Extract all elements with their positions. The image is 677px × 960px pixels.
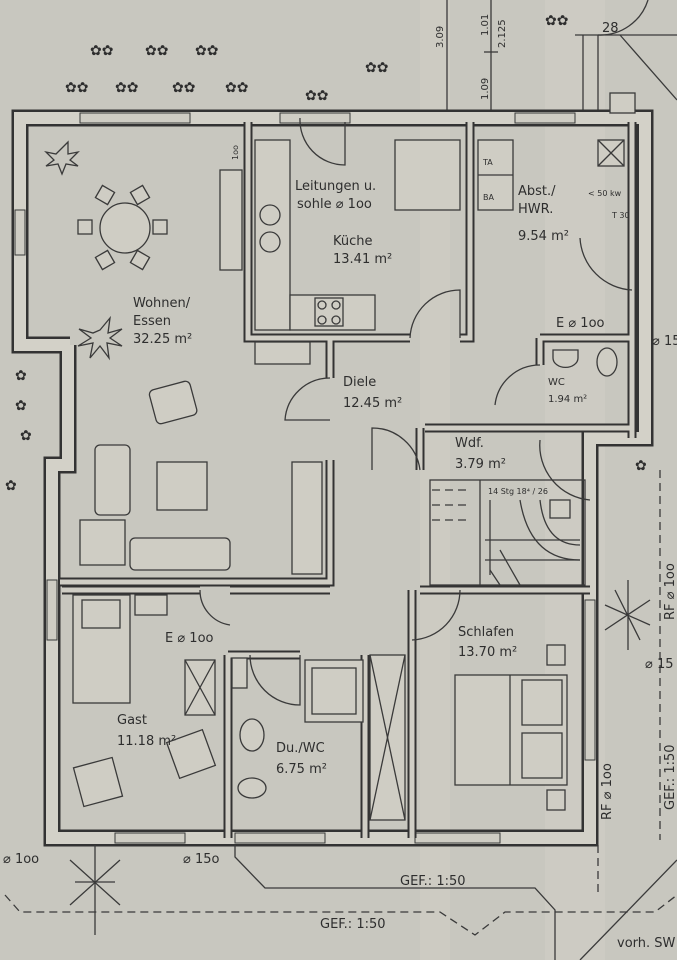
room-area: 6.75 m² xyxy=(276,762,327,777)
room-name: Küche xyxy=(333,234,373,249)
room-name: Essen xyxy=(133,314,171,329)
scale-label: GEF.: 1:50 xyxy=(320,917,386,932)
room-name: Diele xyxy=(343,375,376,390)
room-name: Gast xyxy=(117,713,147,728)
svg-text:✿✿: ✿✿ xyxy=(145,43,168,59)
bathroom-fixtures xyxy=(231,657,364,799)
guest-furniture xyxy=(72,594,217,808)
svg-text:✿✿: ✿✿ xyxy=(90,43,113,59)
svg-text:✿: ✿ xyxy=(5,478,17,494)
pipe-label: ⌀ 15o xyxy=(183,852,220,867)
site-lines xyxy=(4,470,677,960)
dining-table xyxy=(77,184,168,271)
dimension-label: 1.01 xyxy=(480,14,491,36)
svg-text:✿✿: ✿✿ xyxy=(115,80,138,96)
svg-text:✿✿: ✿✿ xyxy=(545,13,568,29)
room-area: 32.25 m² xyxy=(133,332,192,347)
living-furniture xyxy=(44,140,323,575)
pipe-label: ⌀ 15 xyxy=(652,334,677,349)
room-name: WC xyxy=(548,377,565,388)
svg-text:✿: ✿ xyxy=(20,428,32,444)
hwr-equipment xyxy=(477,92,636,211)
kitchen-counters xyxy=(219,139,461,365)
room-area: 13.41 m² xyxy=(333,252,392,267)
room-name: HWR. xyxy=(518,202,553,217)
kitchen-note: Leitungen u. xyxy=(295,179,376,194)
room-area: 1.94 m² xyxy=(548,394,587,405)
vent-label: E ⌀ 1oo xyxy=(165,631,214,646)
room-name: Wohnen/ xyxy=(133,296,191,311)
existing-label: vorh. SW xyxy=(617,936,676,951)
hwr-label: BA xyxy=(483,193,494,202)
svg-text:✿: ✿ xyxy=(635,458,647,474)
room-name: Wdf. xyxy=(455,436,484,451)
dimension-label: 2.125 xyxy=(497,19,508,48)
room-area: 3.79 m² xyxy=(455,457,506,472)
room-name: Abst./ xyxy=(518,184,556,199)
svg-text:✿✿: ✿✿ xyxy=(365,60,388,76)
rf-label: RF ⌀ 1oo xyxy=(663,563,677,620)
interior-walls xyxy=(60,122,637,838)
hedge-plants: ✿✿✿✿✿✿ ✿✿✿✿✿✿✿✿ ✿✿✿✿✿✿ ✿✿✿✿ ✿ xyxy=(5,13,647,494)
dimension-label: 1.09 xyxy=(480,78,491,100)
svg-text:✿✿: ✿✿ xyxy=(65,80,88,96)
kitchen-note: sohle ⌀ 1oo xyxy=(297,197,372,212)
svg-text:✿: ✿ xyxy=(15,368,27,384)
vent-label: E ⌀ 1oo xyxy=(556,316,605,331)
pipe-label: ⌀ 1oo xyxy=(3,852,39,867)
stairs-label: 14 Stg 18⁴ / 26 xyxy=(488,487,548,496)
bed xyxy=(369,644,568,821)
hwr-label: TA xyxy=(482,158,493,167)
staircase xyxy=(429,479,586,586)
doors xyxy=(199,117,633,706)
svg-text:✿✿: ✿✿ xyxy=(305,88,328,104)
room-area: 11.18 m² xyxy=(117,734,176,749)
dimension-label: 1oo xyxy=(231,145,240,160)
svg-text:✿✿: ✿✿ xyxy=(172,80,195,96)
svg-text:✿✿: ✿✿ xyxy=(225,80,248,96)
pipe-label: ⌀ 15 xyxy=(645,657,674,672)
room-area: 12.45 m² xyxy=(343,396,402,411)
room-area: 13.70 m² xyxy=(458,645,517,660)
door-rating: T 30 xyxy=(611,211,630,220)
wc-fixtures xyxy=(552,347,618,377)
room-name: Schlafen xyxy=(458,625,514,640)
room-area: 9.54 m² xyxy=(518,229,569,244)
dimension-label: 3.09 xyxy=(435,26,446,48)
exterior-walls xyxy=(11,109,654,847)
svg-text:✿✿: ✿✿ xyxy=(195,43,218,59)
dimension-label: 28 xyxy=(602,21,619,36)
scale-label: GEF.: 1:50 xyxy=(663,744,677,810)
scale-label: GEF.: 1:50 xyxy=(400,874,466,889)
svg-text:✿: ✿ xyxy=(15,398,27,414)
rf-label: RF ⌀ 1oo xyxy=(600,763,615,820)
dimension-lines xyxy=(446,0,677,115)
room-name: Du./WC xyxy=(276,741,325,756)
heater-label: < 50 kw xyxy=(588,189,622,198)
